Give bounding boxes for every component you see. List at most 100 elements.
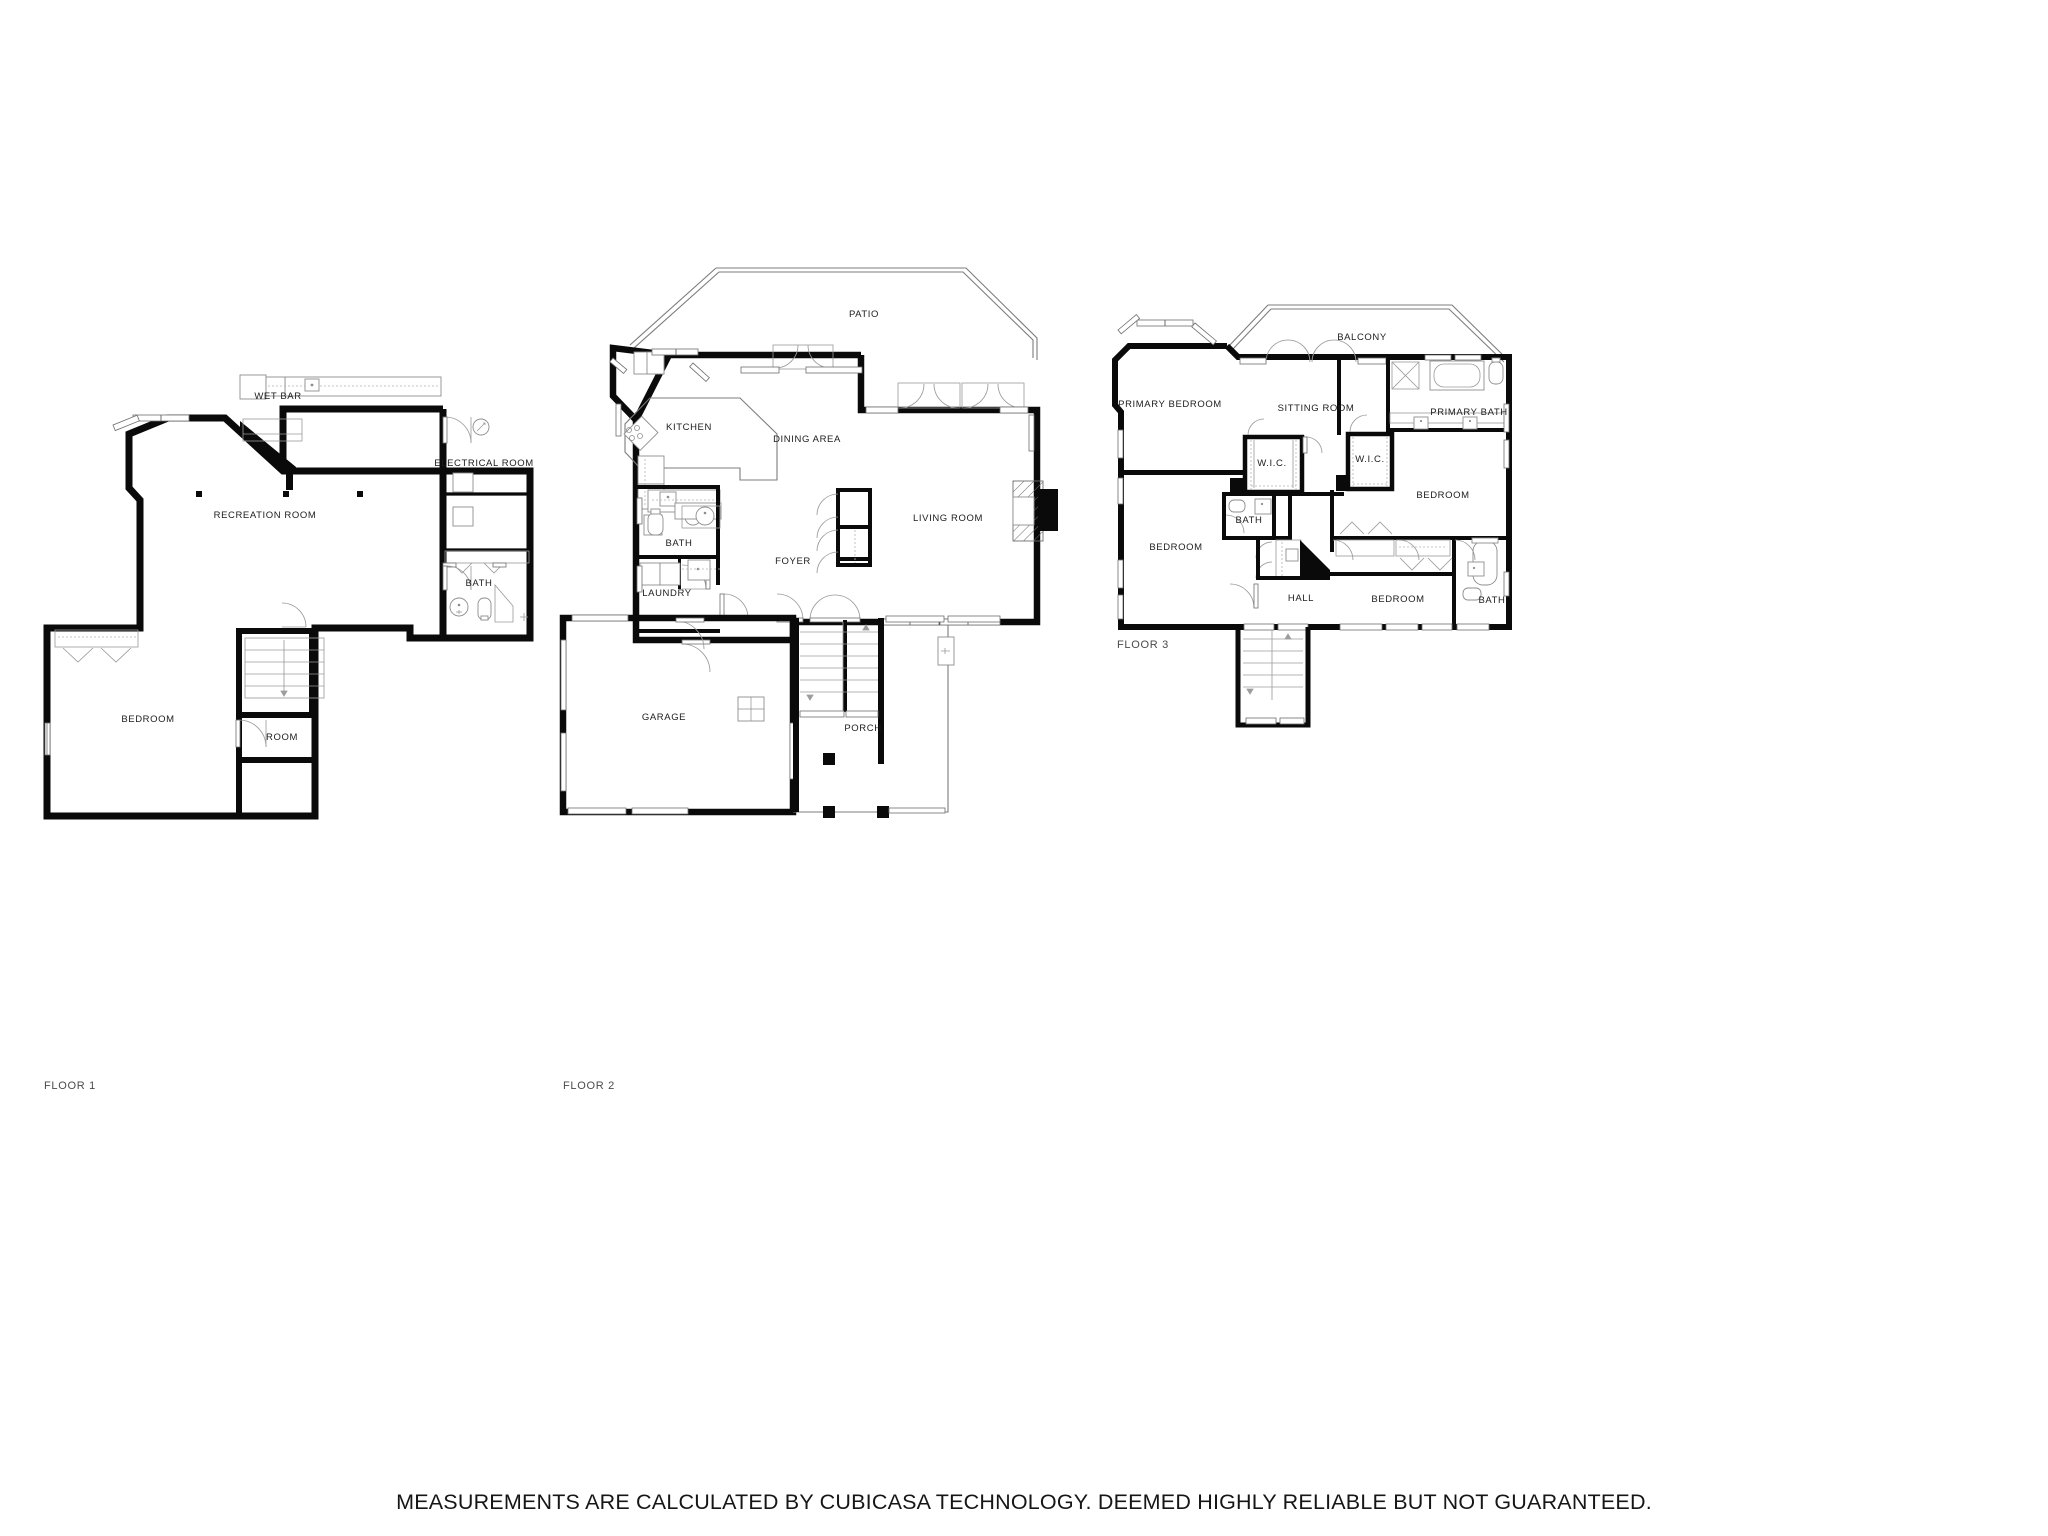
floor-1-bath[interactable] [442, 550, 530, 623]
room-label-laundry: LAUNDRY [642, 588, 691, 599]
room-label-wet-bar: WET BAR [254, 391, 301, 402]
floor-3-partition [1337, 357, 1341, 435]
floor-3-balcony-outline-inner [1271, 308, 1505, 363]
room-label-electrical-room: ELECTRICAL ROOM [434, 458, 533, 469]
floor-3-wic-right[interactable] [1336, 414, 1395, 492]
room-label-bedroom-s: BEDROOM [1371, 594, 1424, 605]
floor-3-balcony-edge-inner [1231, 308, 1272, 351]
floor-3-sitting-room-door[interactable] [1302, 436, 1323, 454]
floor-2-patio-doors[interactable] [740, 344, 1035, 452]
room-label-bath-2: BATH [665, 538, 692, 549]
room-label-balcony: BALCONY [1337, 332, 1387, 343]
room-label-kitchen: KITCHEN [666, 422, 712, 433]
disclaimer-footer: MEASUREMENTS ARE CALCULATED BY CUBICASA … [396, 1490, 1652, 1514]
floor-3-partition [1330, 490, 1334, 552]
floor-1-interior-wall [236, 628, 315, 634]
porch-post [823, 753, 835, 765]
floor-3-bedroom-left-door[interactable] [1229, 583, 1259, 609]
floor-1-window-north [112, 414, 190, 432]
room-label-garage: GARAGE [642, 712, 686, 723]
sink-icon [449, 597, 469, 617]
equipment-box [452, 506, 474, 527]
toilet-icon [647, 512, 664, 536]
room-label-bedroom-ne: BEDROOM [1416, 490, 1469, 501]
floor-3-wic-left[interactable] [1230, 418, 1305, 495]
floor-2-closet[interactable] [816, 488, 872, 574]
shower-icon [1391, 361, 1420, 390]
floor-3-staircase[interactable] [1235, 627, 1311, 728]
toilet-icon [1228, 499, 1246, 513]
floor-2-patio-outline-inner [719, 271, 1034, 358]
room-label-bath-mid: BATH [1235, 515, 1262, 526]
floor-3-bedroom-right[interactable] [1330, 521, 1456, 624]
sink-icon [1413, 416, 1429, 430]
floor-2-bath-laundry[interactable] [636, 485, 749, 673]
floor-1-interior-wall [236, 757, 315, 763]
floor-1-rec-room-island [242, 418, 303, 442]
floor-1-wet-bar-counter [239, 374, 442, 400]
floor-3-balcony-doors[interactable] [1239, 339, 1387, 365]
floor-2-fireplace [1012, 480, 1058, 542]
room-label-porch: PORCH [844, 723, 881, 734]
room-label-dining-area: DINING AREA [773, 434, 841, 445]
floor-2-patio-outline [716, 267, 1038, 360]
floor-1-label: FLOOR 1 [44, 1080, 96, 1092]
floor-3-partition [1304, 492, 1344, 496]
toilet-icon [1488, 361, 1504, 385]
floor-3-label: FLOOR 3 [1117, 639, 1169, 651]
floor-1-interior-wall [236, 712, 315, 718]
floor-3-balcony-outline [1268, 304, 1509, 361]
floor-2-group[interactable]: FLOOR 2 PATIO KITCHEN DINING AREA LIVING… [559, 267, 1058, 1092]
floor-1-interior-wall [309, 634, 315, 718]
floor-1-upper-door[interactable] [281, 602, 307, 628]
room-label-bedroom: BEDROOM [121, 714, 174, 725]
floor-3-group[interactable]: FLOOR 3 PRIMARY BEDROOM BALCONY SITTING … [1112, 304, 1512, 728]
room-label-living-room: LIVING ROOM [913, 513, 983, 524]
porch-post [877, 806, 889, 818]
room-label-hall: HALL [1288, 593, 1314, 604]
room-label-primary-bath: PRIMARY BATH [1430, 407, 1507, 418]
room-label-recreation-room: RECREATION ROOM [214, 510, 317, 521]
floor-2-kitchen-fixtures[interactable] [609, 348, 722, 536]
floor-3-bath-middle[interactable] [1222, 492, 1330, 580]
floor-1-wall-main [240, 414, 296, 490]
room-label-foyer: FOYER [775, 556, 811, 567]
floor-3-primary-bath[interactable] [1386, 354, 1510, 469]
sink-icon [1462, 416, 1478, 430]
floor-1-bedroom-windows [44, 629, 139, 756]
equipment-box [452, 472, 474, 493]
room-label-bedroom-w: BEDROOM [1149, 542, 1202, 553]
floor-2-porch[interactable] [793, 615, 1001, 818]
room-label-primary-bedroom: PRIMARY BEDROOM [1118, 399, 1222, 410]
shower-icon [494, 583, 514, 623]
bathtub-icon [1429, 360, 1485, 391]
room-label-sitting-room: SITTING ROOM [1278, 403, 1355, 414]
floor-3-balcony-edge [1227, 304, 1269, 348]
room-label-wic-left: W.I.C. [1257, 458, 1286, 469]
floor-2-patio-edge-left-inner [633, 271, 720, 349]
sink-icon [1467, 561, 1485, 577]
floor-3-primary-bedroom-windows [1117, 314, 1218, 620]
floor-3-partition [1121, 470, 1245, 475]
floor-1-group[interactable]: FLOOR 1 WET BAR RECREATION ROOM ELECTRIC… [43, 374, 534, 1092]
kitchen-sink-icon [659, 491, 677, 507]
porch-post [823, 806, 835, 818]
floor-1-column [357, 491, 363, 497]
room-label-bath-se: BATH [1478, 595, 1505, 606]
floor-1-electrical-room[interactable] [442, 416, 530, 552]
room-label-wic-right: W.I.C. [1355, 454, 1384, 465]
floor-1-column [196, 491, 202, 497]
laundry-sink-icon [687, 559, 711, 581]
floor-1-room-door[interactable] [235, 719, 267, 748]
floor-2-staircase[interactable] [800, 622, 878, 712]
floor-1-staircase[interactable] [244, 637, 325, 699]
floor-3-bath-right[interactable] [1452, 536, 1510, 601]
room-label-room: ROOM [266, 732, 298, 743]
toilet-icon [1462, 587, 1482, 601]
room-label-patio: PATIO [849, 309, 879, 320]
sink-icon [1254, 498, 1272, 515]
room-label-bath: BATH [465, 578, 492, 589]
floor-2-kitchen-counter-outline [624, 397, 778, 481]
floor-1-column [283, 491, 289, 497]
